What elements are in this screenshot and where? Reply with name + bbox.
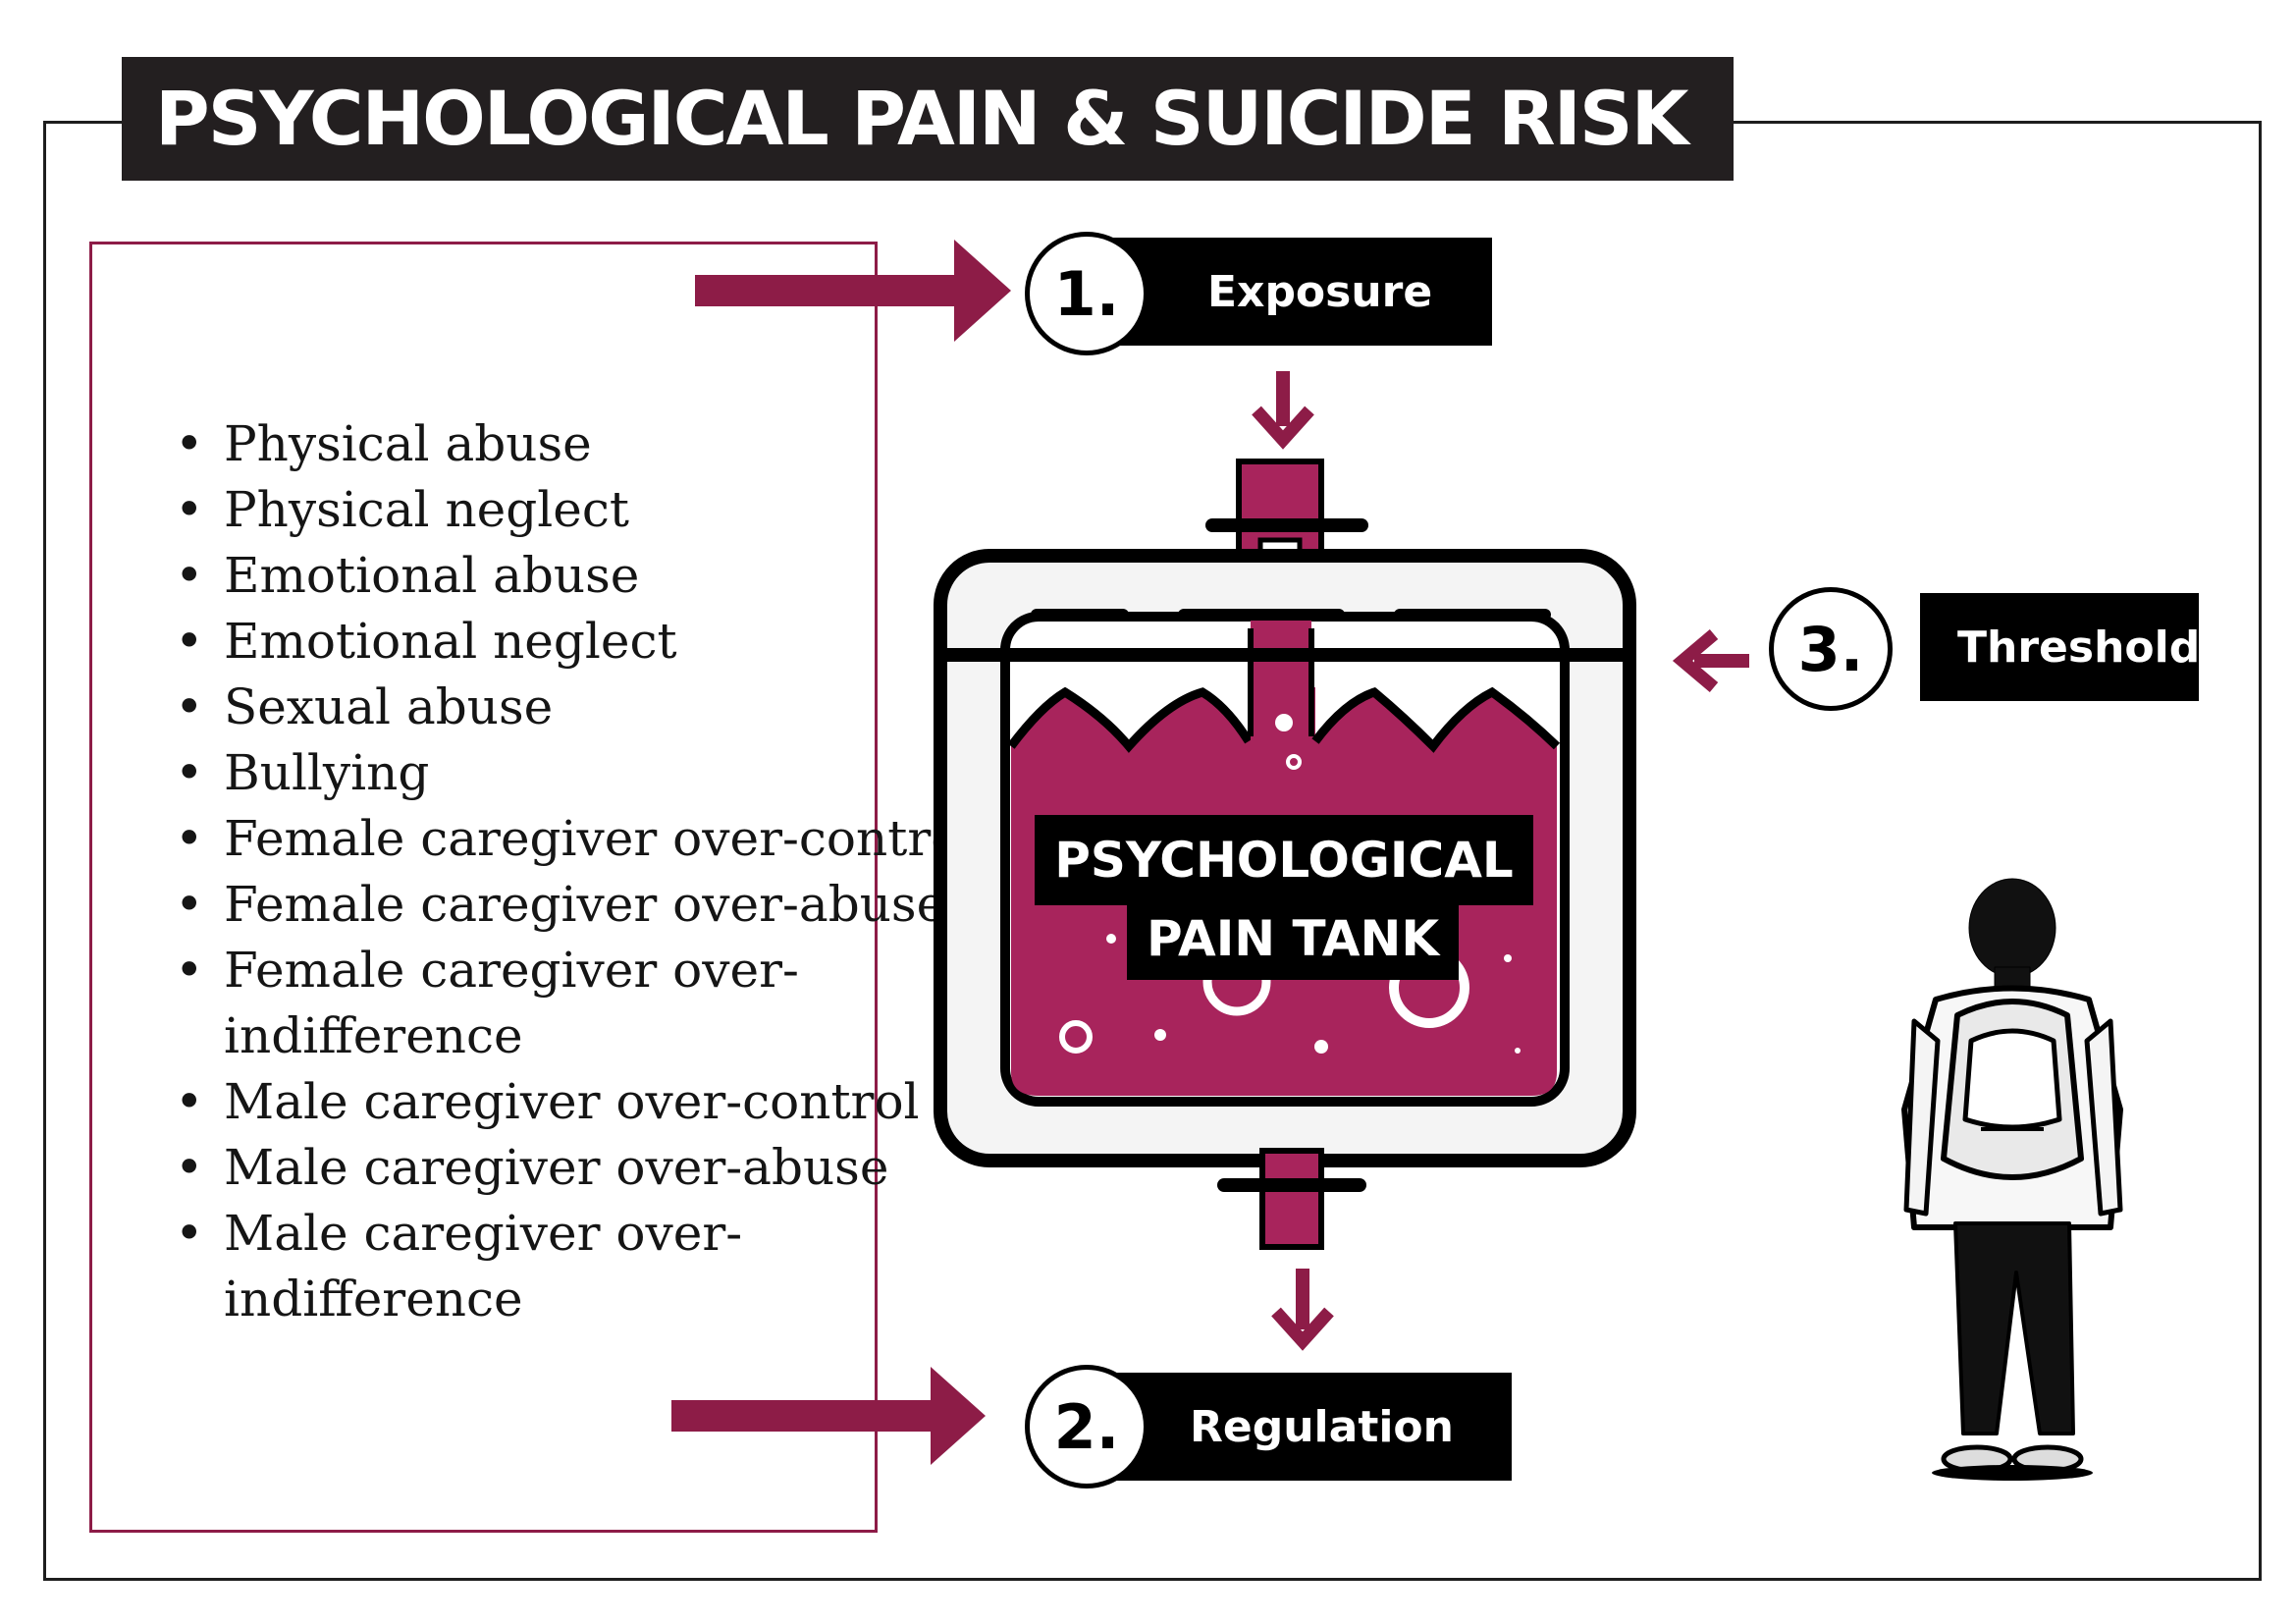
exposure-label: Exposure bbox=[1095, 238, 1492, 346]
page-title: PSYCHOLOGICAL PAIN & SUICIDE RISK bbox=[155, 75, 1689, 162]
list-item: •Female caregiver over-control bbox=[175, 810, 977, 867]
tank-caption-line1: PSYCHOLOGICAL bbox=[1035, 815, 1533, 905]
arrow-to-regulation bbox=[671, 1367, 986, 1465]
list-item: •Male caregiver over-indifference bbox=[175, 1205, 743, 1327]
threshold-label: Threshold bbox=[1920, 593, 2200, 701]
list-item: •Sexual abuse bbox=[175, 678, 554, 735]
risk-factor-list: •Physical abuse •Physical neglect •Emoti… bbox=[175, 411, 976, 1332]
regulation-number-badge: 2. bbox=[1025, 1365, 1148, 1489]
exposure-number-badge: 1. bbox=[1025, 232, 1148, 355]
threshold-number-badge: 3. bbox=[1769, 587, 1893, 711]
arrow-threshold-left-icon bbox=[1672, 629, 1749, 692]
arrow-exposure-down-icon bbox=[1252, 371, 1314, 450]
list-item: •Male caregiver over-abuse bbox=[175, 1139, 889, 1196]
list-item: •Male caregiver over-control bbox=[175, 1073, 920, 1130]
regulation-label: Regulation bbox=[1105, 1373, 1512, 1481]
list-item: •Physical abuse bbox=[175, 415, 592, 472]
list-item: •Physical neglect bbox=[175, 481, 629, 538]
list-item: •Emotional neglect bbox=[175, 613, 677, 670]
title-banner bbox=[122, 57, 1734, 181]
arrow-to-exposure bbox=[695, 240, 1011, 342]
list-item: •Female caregiver over-abuse bbox=[175, 876, 946, 933]
list-item: •Bullying bbox=[175, 744, 430, 801]
person-with-backpack-icon bbox=[1901, 878, 2123, 1481]
risk-factor-box: •Physical abuse •Physical neglect •Emoti… bbox=[89, 242, 976, 1533]
list-item: •Emotional abuse bbox=[175, 547, 640, 604]
tank-caption-line2: PAIN TANK bbox=[1127, 897, 1459, 980]
arrow-regulation-down-icon bbox=[1271, 1269, 1334, 1351]
list-item: •Female caregiver over-indifference bbox=[175, 942, 799, 1064]
